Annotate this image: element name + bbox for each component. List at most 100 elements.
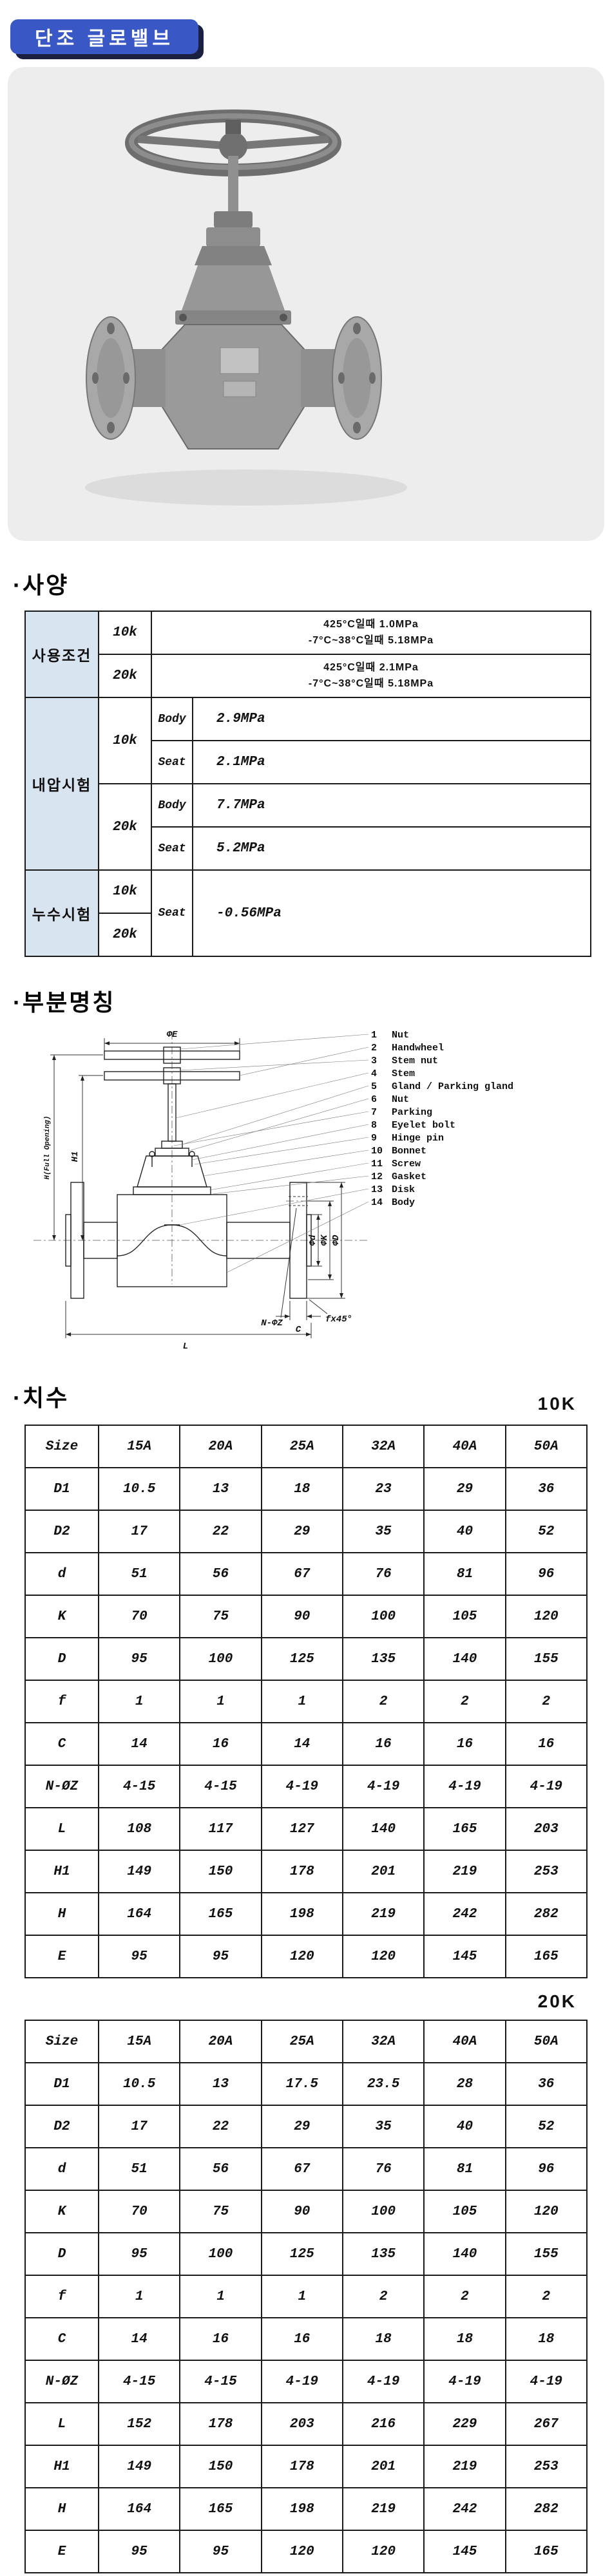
value-cell: 216 [341, 2402, 425, 2446]
leader-lines [173, 1034, 369, 1273]
value-cell: 155 [504, 2232, 588, 2276]
part-number: 9 [371, 1133, 378, 1144]
spec-row: 20k [25, 913, 591, 957]
value-cell: 51 [97, 2147, 181, 2191]
dim-label-h-full: H(Full Opening) [44, 1115, 52, 1179]
row-label-cell: D2 [24, 2105, 99, 2148]
value-cell: 52 [504, 1510, 588, 1553]
row-label-cell: K [24, 2190, 99, 2233]
part-cell: Seat [151, 869, 193, 957]
part-number: 7 [371, 1107, 378, 1118]
row-label-cell: D2 [24, 1510, 99, 1553]
part-number: 8 [371, 1120, 378, 1131]
part-cell: Body [151, 697, 193, 741]
part-number: 4 [371, 1068, 378, 1079]
value-cell: 18 [260, 1467, 343, 1511]
part-number: 3 [371, 1056, 378, 1066]
value-cell: 22 [179, 2105, 262, 2148]
page-title: 단조 글로밸브 [35, 28, 174, 50]
value-cell: 120 [260, 2530, 343, 2573]
value-cell: 117 [179, 1807, 262, 1851]
spec-row: 20k Body 7.7MPa [25, 783, 592, 871]
value-cell: 16 [341, 1722, 425, 1766]
value-cell: 1 [97, 1680, 181, 1723]
value-cell: 7.7MPa [191, 783, 592, 828]
value-cell: 16 [179, 1722, 262, 1766]
value-cell: 203 [260, 2402, 343, 2446]
value-cell: 70 [97, 2190, 181, 2233]
value-cell: 40 [423, 2105, 506, 2148]
value-cell: 67 [260, 2147, 343, 2191]
value-cell: 165 [179, 2487, 262, 2531]
value-cell: 2 [504, 1680, 588, 1723]
value-cell: 2 [341, 2275, 425, 2318]
value-cell: 100 [341, 1595, 425, 1638]
value-cell: 95 [97, 2530, 181, 2573]
column-header-cell: 25A [260, 1425, 343, 1468]
value-cell: 120 [504, 1595, 588, 1638]
part-name: Parking [392, 1107, 433, 1118]
part-name: Gland / Parking gland [392, 1081, 514, 1092]
value-cell: 105 [423, 2190, 506, 2233]
value-cell: 23.5 [341, 2062, 425, 2106]
class-cell: 10k [98, 611, 152, 655]
value-cell: 4-15 [179, 1765, 262, 1808]
bolt-holes-label: N-ΦZ [261, 1318, 283, 1329]
part-list-item: 7 Parking [371, 1106, 513, 1119]
value-cell: 75 [179, 2190, 262, 2233]
value-cell: 127 [260, 1807, 343, 1851]
row-label-cell: K [24, 1595, 99, 1638]
part-name: Stem [392, 1068, 416, 1079]
value-cell: 36 [504, 1467, 588, 1511]
part-name: Eyelet bolt [392, 1120, 456, 1131]
value-cell: 56 [179, 2147, 262, 2191]
value-cell: 155 [504, 1637, 588, 1681]
class-cell: 10k [98, 697, 152, 784]
value-cell: 219 [341, 1892, 425, 1936]
part-cell: Body [151, 783, 193, 828]
part-name: Hinge pin [392, 1133, 445, 1144]
value-cell: 178 [179, 2402, 262, 2446]
value-cell: 56 [179, 1552, 262, 1596]
value-cell: 23 [341, 1467, 425, 1511]
part-cell: Seat [151, 826, 193, 871]
column-header-cell: 20A [179, 2020, 262, 2063]
value-cell: 135 [341, 2232, 425, 2276]
value-cell: 4-19 [504, 1765, 588, 1808]
row-label-cell: N-ØZ [24, 1765, 99, 1808]
part-name: Handwheel [392, 1043, 445, 1054]
part-list-item: 8 Eyelet bolt [371, 1119, 513, 1132]
condition-line: 425°C일때 2.1MPa [323, 661, 419, 673]
value-cell: 253 [504, 1850, 588, 1893]
row-label-cell: d [24, 2147, 99, 2191]
part-cell: Seat [151, 740, 193, 784]
row-label-cell: E [24, 2530, 99, 2573]
value-cell: 140 [423, 1637, 506, 1681]
row-label-cell: C [24, 1722, 99, 1766]
value-cell: 29 [260, 2105, 343, 2148]
value-cell: 4-15 [97, 1765, 181, 1808]
value-cell: 165 [504, 2530, 588, 2573]
value-cell: 16 [179, 2317, 262, 2361]
value-cell: 108 [97, 1807, 181, 1851]
value-cell: 125 [260, 2232, 343, 2276]
value-cell: 95 [97, 2232, 181, 2276]
value-cell: 267 [504, 2402, 588, 2446]
part-name: Bonnet [392, 1146, 427, 1157]
spec-table: 사용조건 10k 425°C일때 1.0MPa -7°C~38°C일때 5.18… [24, 611, 592, 957]
value-cell: 4-19 [341, 2360, 425, 2403]
value-cell: 242 [423, 2487, 506, 2531]
value-cell: 4-19 [504, 2360, 588, 2403]
